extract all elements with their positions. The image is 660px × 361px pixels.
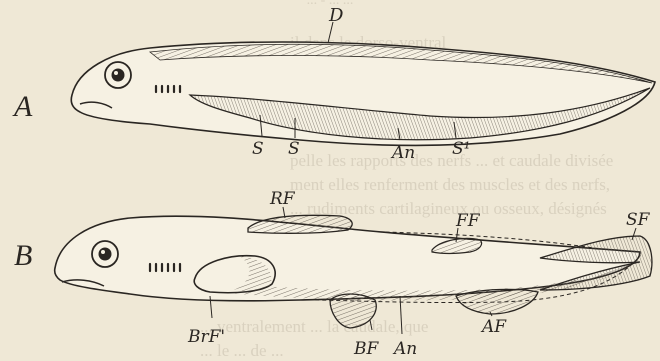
embryo-b-pelvic-fin-bf bbox=[330, 294, 376, 328]
panel-label-b: B bbox=[14, 239, 32, 272]
label-a-s2: S bbox=[288, 139, 300, 159]
label-b-brf: BrF' bbox=[187, 327, 225, 347]
label-a-an: An bbox=[390, 143, 415, 163]
label-a-s1: S bbox=[252, 139, 264, 159]
label-b-af: AF bbox=[480, 317, 507, 337]
embryo-b-dorsal-fin-rf bbox=[248, 215, 352, 233]
embryo-b-anal-fin-af bbox=[456, 289, 538, 314]
label-b-rf: RF bbox=[269, 189, 296, 209]
label-b-an: An bbox=[392, 339, 417, 359]
embryo-b bbox=[55, 207, 652, 334]
label-a-s-prime: S¹ bbox=[452, 139, 470, 159]
label-b-bf: BF bbox=[353, 339, 379, 359]
panel-label-a: A bbox=[12, 90, 33, 123]
embryo-a bbox=[71, 22, 655, 145]
label-b-sf: SF bbox=[626, 210, 651, 230]
label-b-ff: FF bbox=[455, 211, 481, 231]
label-a-d: D bbox=[328, 5, 344, 26]
